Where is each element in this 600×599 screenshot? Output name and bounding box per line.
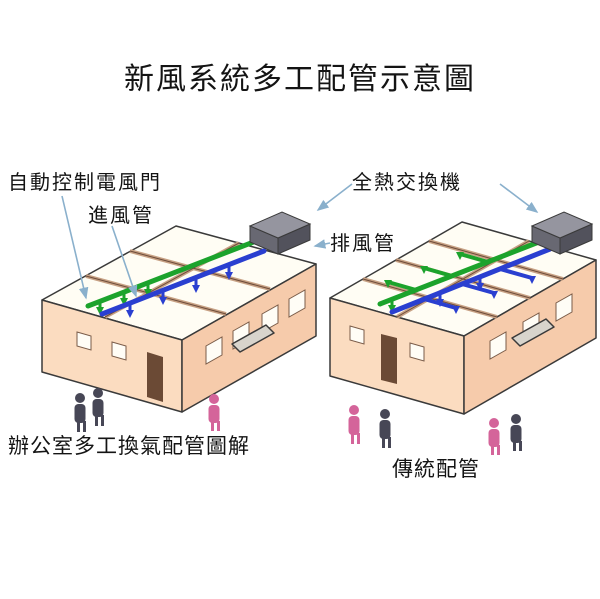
heat-exchanger-unit-left <box>248 211 312 255</box>
person-figure <box>379 409 391 448</box>
arrow-to-exhaust-duct <box>313 239 331 249</box>
left-building-blue-duct-arrows <box>126 272 233 318</box>
annotation-arrows <box>61 183 539 300</box>
right-building-door <box>381 334 397 384</box>
arrow-to-left-heat-exchanger <box>316 183 353 211</box>
label-intake-duct: 進風管 <box>88 203 154 227</box>
caption-right-building: 傳統配管 <box>392 457 480 481</box>
label-auto-damper: 自動控制電風門 <box>8 170 162 194</box>
label-exhaust-duct: 排風管 <box>330 231 396 255</box>
left-building-green-duct-arrows <box>96 289 152 315</box>
right-building-blue-duct <box>389 246 553 315</box>
left-building <box>41 211 317 432</box>
person-figure <box>510 414 522 451</box>
heat-exchanger-unit-right <box>530 211 594 255</box>
left-building-windows <box>76 289 306 365</box>
left-building-door <box>147 352 163 402</box>
arrow-to-right-heat-exchanger <box>499 183 539 213</box>
arrow-to-damper <box>61 195 89 300</box>
left-building-blue-duct <box>99 248 267 317</box>
page-title: 新風系統多工配管示意圖 <box>124 62 476 97</box>
label-heat-exchanger: 全熱交換機 <box>352 170 462 194</box>
left-building-awning <box>231 324 275 353</box>
right-building-awning <box>511 318 555 347</box>
left-building-green-duct <box>85 238 259 310</box>
person-figure <box>348 405 360 444</box>
person-figure <box>488 418 500 455</box>
right-building <box>329 211 597 455</box>
caption-left-building: 辦公室多工換氣配管圖解 <box>8 434 250 458</box>
person-figure <box>74 393 86 432</box>
person-figure <box>92 388 104 426</box>
right-building-green-duct-arrows <box>384 252 464 313</box>
right-building-green-duct <box>377 237 547 308</box>
person-figure <box>208 394 220 431</box>
right-building-blue-duct-arrows <box>436 276 536 314</box>
arrow-to-intake-duct <box>111 225 138 298</box>
